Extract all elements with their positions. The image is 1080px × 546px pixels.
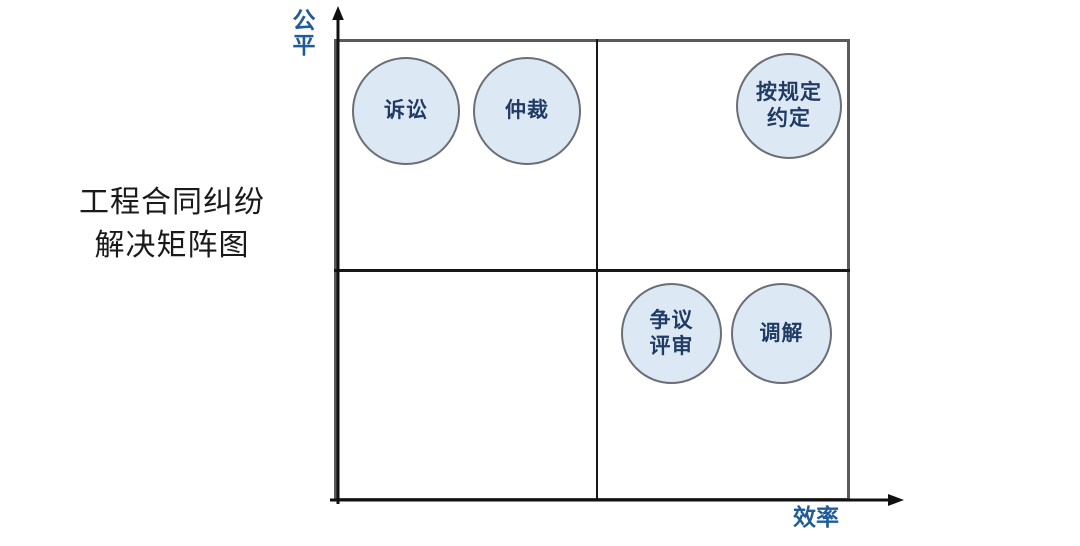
node-label: 按规定 约定 <box>756 81 822 130</box>
x-axis-arrow-icon <box>330 494 904 506</box>
node-dab-review[interactable]: 争议 评审 <box>621 283 722 384</box>
x-axis-label: 效率 <box>793 504 839 530</box>
node-as-agreed[interactable]: 按规定 约定 <box>736 53 842 159</box>
quadrant-divider-horizontal <box>334 269 850 272</box>
node-label: 争议 评审 <box>649 308 694 358</box>
node-arbitration[interactable]: 仲裁 <box>473 57 581 165</box>
node-label: 诉讼 <box>384 99 428 123</box>
node-label: 调解 <box>759 321 804 345</box>
node-label: 仲裁 <box>505 99 549 123</box>
node-mediation[interactable]: 调解 <box>731 283 832 384</box>
quadrant-divider-vertical <box>596 39 598 501</box>
y-axis-arrow-icon <box>332 6 344 504</box>
page-title: 工程合同纠纷 解决矩阵图 <box>79 186 265 262</box>
y-axis-label: 公 平 <box>292 7 316 58</box>
node-litigation[interactable]: 诉讼 <box>352 57 460 165</box>
